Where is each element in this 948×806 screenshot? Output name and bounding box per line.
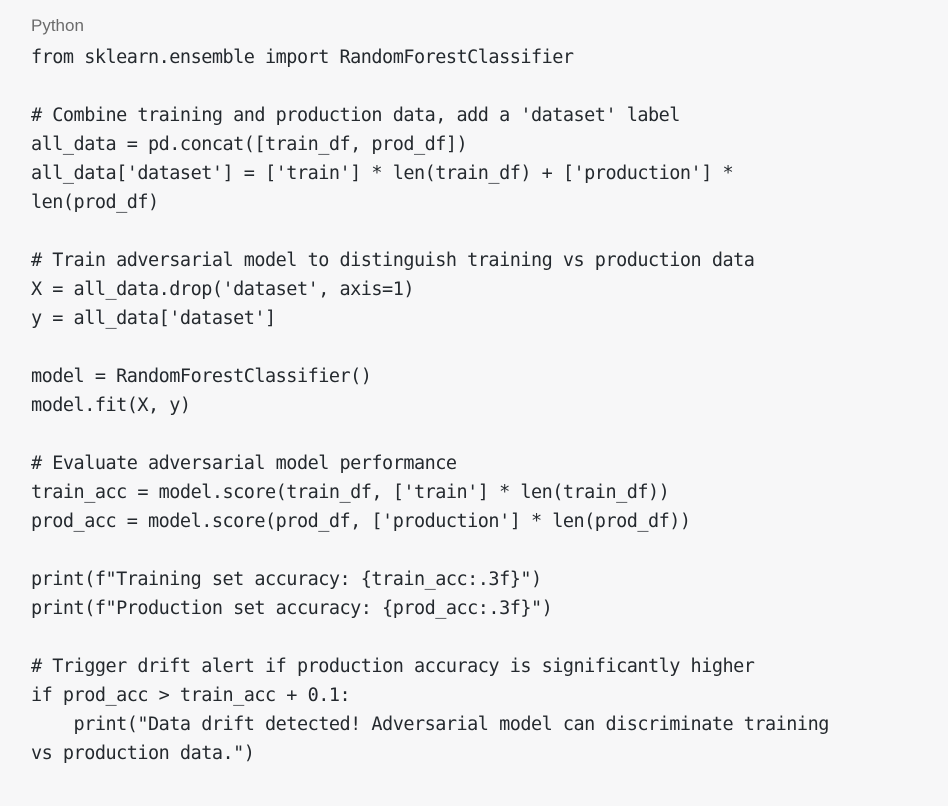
code-line [31, 217, 917, 246]
code-line: print(f"Production set accuracy: {prod_a… [31, 598, 553, 619]
code-line: if prod_acc > train_acc + 0.1: [31, 685, 351, 706]
code-content[interactable]: from sklearn.ensemble import RandomFores… [31, 43, 917, 768]
code-line: model = RandomForestClassifier() [31, 366, 372, 387]
code-line: train_acc = model.score(train_df, ['trai… [31, 482, 670, 503]
code-line: all_data = pd.concat([train_df, prod_df]… [31, 134, 468, 155]
code-line: prod_acc = model.score(prod_df, ['produc… [31, 511, 691, 532]
code-line: print(f"Training set accuracy: {train_ac… [31, 569, 542, 590]
code-line: X = all_data.drop('dataset', axis=1) [31, 279, 414, 300]
code-line: # Trigger drift alert if production accu… [31, 656, 755, 677]
code-line: # Train adversarial model to distinguish… [31, 250, 755, 271]
code-line: from sklearn.ensemble import RandomFores… [31, 47, 574, 68]
code-line: model.fit(X, y) [31, 395, 191, 416]
code-line: len(prod_df) [31, 192, 159, 213]
code-line: print("Data drift detected! Adversarial … [31, 714, 830, 735]
code-line: # Combine training and production data, … [31, 105, 680, 126]
code-line [31, 623, 917, 652]
code-line [31, 420, 917, 449]
code-line [31, 536, 917, 565]
code-line: y = all_data['dataset'] [31, 308, 276, 329]
language-label: Python [31, 16, 84, 35]
code-line: all_data['dataset'] = ['train'] * len(tr… [31, 163, 734, 184]
code-line [31, 333, 917, 362]
code-line: # Evaluate adversarial model performance [31, 453, 457, 474]
code-line: vs production data.") [31, 743, 255, 764]
code-line [31, 72, 917, 101]
